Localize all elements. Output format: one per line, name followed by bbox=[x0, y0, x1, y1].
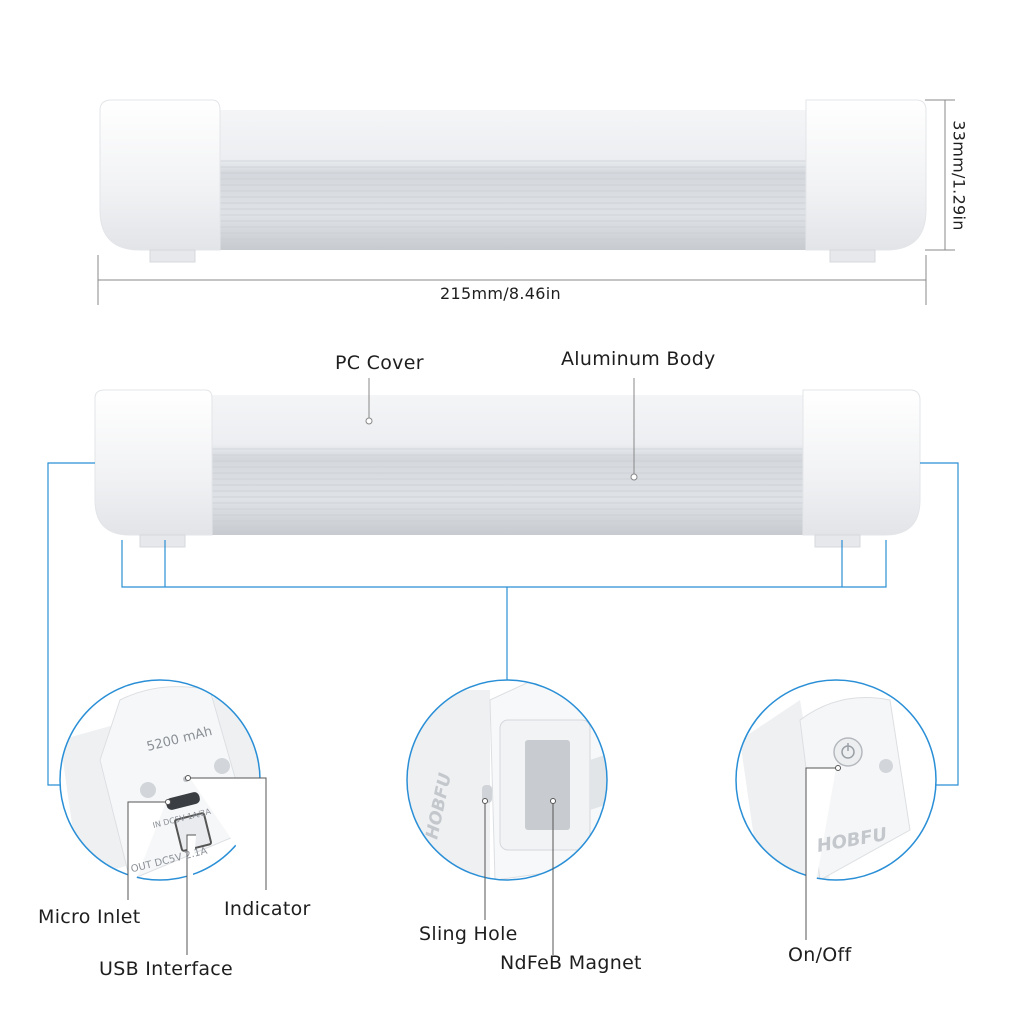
length-dimension-label: 215mm/8.46in bbox=[440, 284, 561, 303]
top-light-image bbox=[99, 99, 927, 263]
height-dimension-label: 33mm/1.29in bbox=[949, 120, 969, 231]
part-leader-lines bbox=[365, 378, 638, 481]
detail-switch bbox=[735, 679, 937, 881]
ndfeb-magnet-label: NdFeB Magnet bbox=[500, 952, 642, 974]
dimension-lines bbox=[97, 99, 955, 305]
detail-magnet bbox=[406, 679, 608, 881]
pc-cover-label: PC Cover bbox=[335, 352, 424, 374]
connector-lines bbox=[47, 462, 959, 786]
indicator-label: Indicator bbox=[224, 898, 311, 920]
middle-light-image bbox=[94, 389, 921, 548]
usb-interface-label: USB Interface bbox=[99, 958, 234, 980]
sling-hole-label: Sling Hole bbox=[419, 923, 518, 945]
micro-inlet-label: Micro Inlet bbox=[38, 906, 141, 928]
detail-leader-lines bbox=[127, 765, 841, 955]
aluminum-body-label: Aluminum Body bbox=[561, 348, 716, 370]
on-off-label: On/Off bbox=[788, 944, 852, 966]
